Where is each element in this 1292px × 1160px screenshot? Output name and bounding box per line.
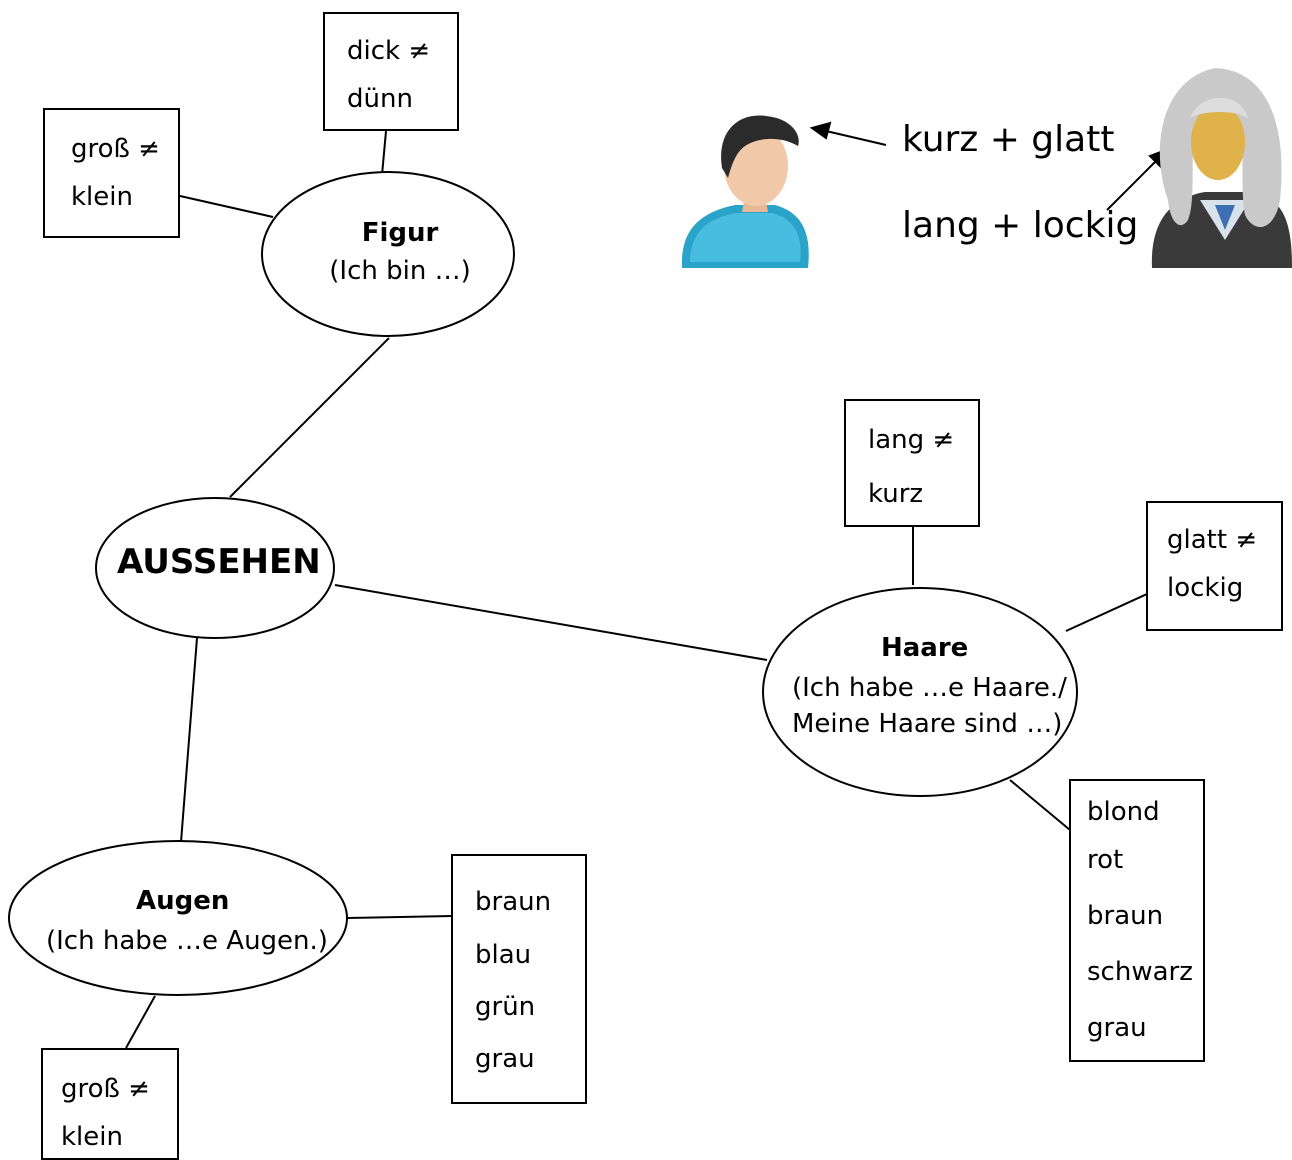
figur-thickness-line-1: dick ≠ — [347, 36, 431, 66]
haare-length-box: lang ≠ kurz — [844, 399, 980, 527]
figur-label: Figur (Ich bin …) — [300, 220, 500, 284]
center-node — [95, 497, 335, 639]
haare-title: Haare — [881, 633, 969, 663]
link-figur-thickness — [381, 130, 387, 176]
haare-color-5: grau — [1087, 1013, 1147, 1043]
link-figur-size — [179, 195, 274, 218]
figur-subtitle: (Ich bin …) — [329, 256, 471, 286]
haare-color-2: rot — [1087, 845, 1124, 875]
center-title: AUSSEHEN — [117, 542, 321, 582]
augen-color-1: braun — [475, 887, 552, 917]
arrow-short-hair-head — [809, 121, 832, 140]
haare-texture-line-1: glatt ≠ — [1167, 525, 1258, 555]
figur-size-line-1: groß ≠ — [71, 134, 160, 164]
haare-texture-line-2: lockig — [1167, 573, 1244, 603]
augen-color-4: grau — [475, 1044, 535, 1074]
figur-thickness-line-2: dünn — [347, 84, 413, 114]
link-haare-texture — [1065, 593, 1148, 632]
augen-subtitle: (Ich habe …e Augen.) — [46, 926, 328, 956]
haare-node — [762, 587, 1078, 797]
augen-color-2: blau — [475, 940, 532, 970]
arrow-long-hair — [1106, 158, 1159, 211]
augen-color-3: grün — [475, 992, 536, 1022]
link-center-haare — [334, 584, 768, 661]
short-hair-man-icon — [681, 115, 809, 268]
arrow-short-hair — [825, 130, 887, 146]
link-center-augen — [180, 637, 198, 843]
augen-label: Augen (Ich habe …e Augen.) — [30, 888, 360, 954]
legend-short-hair: kurz + glatt — [902, 119, 1115, 160]
augen-size-line-2: klein — [61, 1122, 123, 1152]
link-augen-colors — [346, 915, 453, 919]
haare-texture-box: glatt ≠ lockig — [1146, 501, 1283, 631]
figur-title: Figur — [361, 218, 439, 248]
link-haare-colors — [1009, 779, 1071, 831]
haare-color-3: braun — [1087, 901, 1164, 931]
center-label: AUSSEHEN — [117, 545, 347, 579]
augen-colors-box: braun blau grün grau — [451, 854, 587, 1104]
haare-label: Haare (Ich habe …e Haare./ Meine Haare s… — [770, 635, 1110, 737]
haare-color-1: blond — [1087, 797, 1160, 827]
figur-thickness-box: dick ≠ dünn — [323, 12, 459, 131]
haare-length-line-1: lang ≠ — [868, 425, 955, 455]
haare-subtitle-2: Meine Haare sind …) — [792, 709, 1063, 739]
legend-long-hair: lang + lockig — [902, 205, 1139, 246]
haare-colors-box: blond rot braun schwarz grau — [1069, 779, 1205, 1062]
augen-size-line-1: groß ≠ — [61, 1074, 150, 1104]
figur-size-line-2: klein — [71, 182, 133, 212]
link-augen-size — [125, 995, 156, 1049]
augen-size-box: groß ≠ klein — [41, 1048, 179, 1160]
figur-node — [261, 171, 515, 337]
haare-subtitle-1: (Ich habe …e Haare./ — [792, 673, 1067, 703]
haare-length-line-2: kurz — [868, 479, 924, 509]
judge-wig-icon — [1151, 68, 1292, 268]
augen-node — [8, 840, 348, 996]
figur-size-box: groß ≠ klein — [43, 108, 180, 238]
link-figur-center — [229, 337, 390, 498]
haare-color-4: schwarz — [1087, 957, 1193, 987]
augen-title: Augen — [136, 886, 230, 916]
